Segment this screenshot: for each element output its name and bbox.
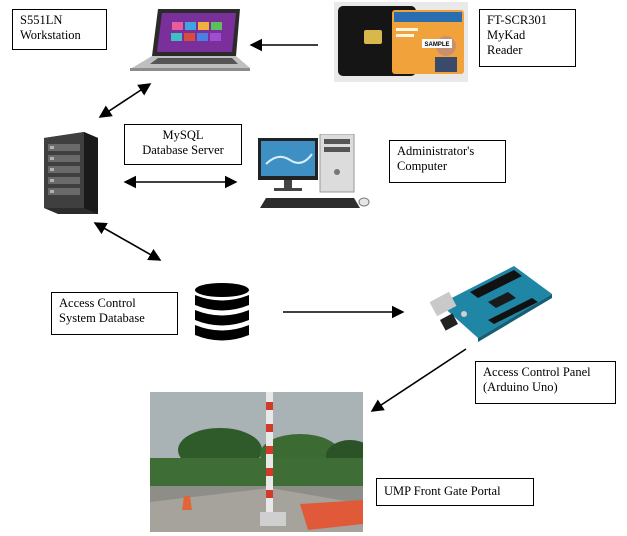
reader-label: FT-SCR301 MyKad Reader — [479, 9, 576, 67]
gate-portal-label: UMP Front Gate Portal — [376, 478, 534, 506]
arrow-panel-to-gate — [370, 348, 467, 412]
mykad-reader-icon: SAMPLE — [334, 2, 468, 82]
database-icon — [193, 282, 251, 344]
admin-computer-label: Administrator's Computer — [389, 140, 506, 183]
control-panel-label: Access Control Panel (Arduino Uno) — [475, 361, 616, 404]
arduino-board-icon — [429, 262, 556, 342]
db-server-label: MySQL Database Server — [124, 124, 242, 165]
acs-database-label: Access Control System Database — [51, 292, 178, 335]
laptop-icon — [128, 8, 252, 72]
gate-photo — [150, 392, 363, 532]
arrow-server-database — [93, 222, 162, 261]
arrow-laptop-server — [98, 83, 152, 118]
admin-computer-icon — [256, 133, 376, 214]
workstation-label: S551LN Workstation — [12, 9, 107, 50]
card-sample-text: SAMPLE — [424, 42, 449, 48]
server-icon — [40, 130, 100, 216]
